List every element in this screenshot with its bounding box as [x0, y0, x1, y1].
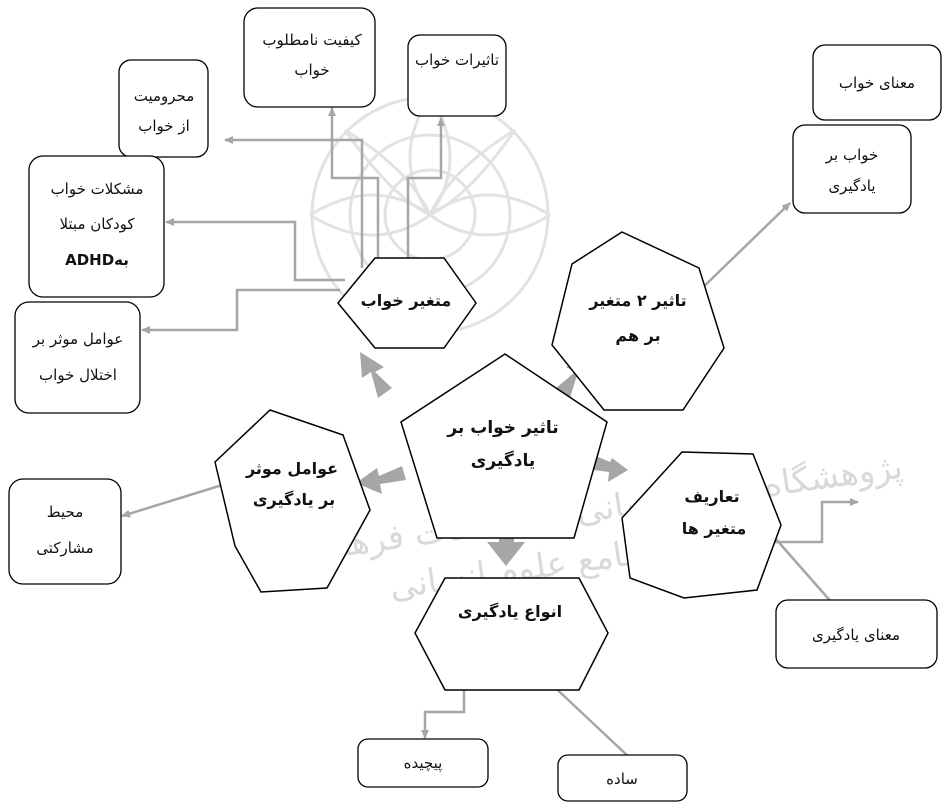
hub-learning-factors: عوامل موثر بر یادگیری	[214, 409, 371, 593]
hub-definitions-line-1: تعاریف	[684, 487, 739, 506]
box-sleep-disorder-factors-line-1: عوامل موثر بر	[32, 330, 123, 348]
box-meaning-of-sleep: معنای خواب	[812, 44, 942, 121]
hub-learning-types-label: انواع یادگیری	[458, 602, 562, 621]
hub-sleep-variable-label: متغیر خواب	[361, 291, 452, 310]
connector-to-adhd-problems	[165, 218, 345, 282]
hub-mutual-effect-line-2: بر هم	[615, 326, 660, 345]
box-simple-line-1: ساده	[606, 770, 638, 788]
box-sleep-effects: تاثیرات خواب	[407, 34, 507, 117]
connector-to-participative-environment	[121, 480, 233, 518]
box-sleep-deprivation-line-2: از خواب	[138, 117, 190, 135]
box-participative-environment-line-2: مشارکتی	[36, 539, 93, 557]
hub-mutual-effect: تاثیر ۲ متغیر بر هم	[551, 231, 725, 411]
connector-to-meaning-of-learning	[774, 537, 834, 605]
box-sleep-deprivation-line-1: محرومیت	[134, 87, 195, 105]
connector-to-complex	[421, 688, 466, 739]
connector-to-sleep-disorder-factors	[141, 288, 340, 334]
center-line-2: یادگیری	[471, 450, 535, 471]
box-adhd-line-2: کودکان مبتلا	[59, 215, 135, 233]
box-adhd-sleep-problems: مشکلات خواب کودکان مبتلا بهADHD	[28, 155, 165, 298]
thick-arrow-to-definitions	[594, 456, 628, 482]
box-complex: پیچیده	[357, 738, 489, 788]
hub-learning-types: انواع یادگیری	[414, 577, 609, 691]
box-meaning-of-sleep-line-1: معنای خواب	[839, 74, 915, 92]
hub-mutual-effect-line-1: تاثیر ۲ متغیر	[588, 291, 686, 310]
box-adhd-line-1: مشکلات خواب	[51, 180, 144, 198]
box-poor-sleep-quality-line-2: خواب	[294, 61, 329, 79]
box-sleep-on-learning-line-1: خواب بر	[825, 146, 879, 164]
box-participative-environment-line-1: محیط	[47, 503, 83, 521]
box-poor-sleep-quality-line-1: کیفیت نامطلوب	[262, 31, 362, 49]
box-sleep-effects-line-1: تاثیرات خواب	[415, 51, 499, 69]
hub-definitions-line-2: متغیر ها	[682, 519, 747, 538]
box-sleep-disorder-factors-line-2: اختلال خواب	[39, 366, 117, 384]
thick-arrow-to-sleep-variable	[360, 352, 392, 398]
thick-arrow-to-learning-types	[487, 516, 525, 566]
connector-to-sleep-effects	[406, 117, 445, 268]
connector-to-simple	[546, 679, 631, 759]
box-meaning-of-learning-line-1: معنای یادگیری	[812, 626, 900, 644]
thick-arrow-to-learning-factors	[356, 466, 406, 494]
box-participative-environment: محیط مشارکتی	[8, 478, 122, 585]
center-node: تاثیر خواب بر یادگیری	[400, 353, 608, 539]
connector-to-poor-sleep-quality	[328, 107, 380, 268]
connector-to-sleep-on-learning	[694, 202, 791, 296]
box-adhd-line-3: بهADHD	[65, 251, 129, 269]
box-simple: ساده	[557, 754, 688, 802]
box-sleep-on-learning-line-2: یادگیری	[828, 177, 875, 195]
hub-sleep-variable: متغیر خواب	[337, 257, 477, 349]
watermark-text: پژوهشگاه علوم انسانی و مطالعات فرهنگی پر…	[292, 447, 905, 608]
hub-definitions: تعاریف متغیر ها	[621, 451, 782, 599]
connector-to-sleep-deprivation	[224, 136, 364, 268]
connector-to-meaning-of-sleep	[773, 498, 859, 544]
box-poor-sleep-quality: کیفیت نامطلوب خواب	[243, 7, 376, 108]
box-meaning-of-learning: معنای یادگیری	[775, 599, 938, 669]
hub-learning-factors-line-1: عوامل موثر	[245, 459, 338, 478]
hub-learning-factors-line-2: بر یادگیری	[253, 490, 335, 509]
box-sleep-on-learning: خواب بر یادگیری	[792, 124, 912, 214]
box-sleep-deprivation: محرومیت از خواب	[118, 59, 209, 158]
center-line-1: تاثیر خواب بر	[446, 418, 558, 438]
box-complex-line-1: پیچیده	[404, 754, 443, 773]
box-sleep-disorder-factors: عوامل موثر بر اختلال خواب	[14, 301, 141, 414]
